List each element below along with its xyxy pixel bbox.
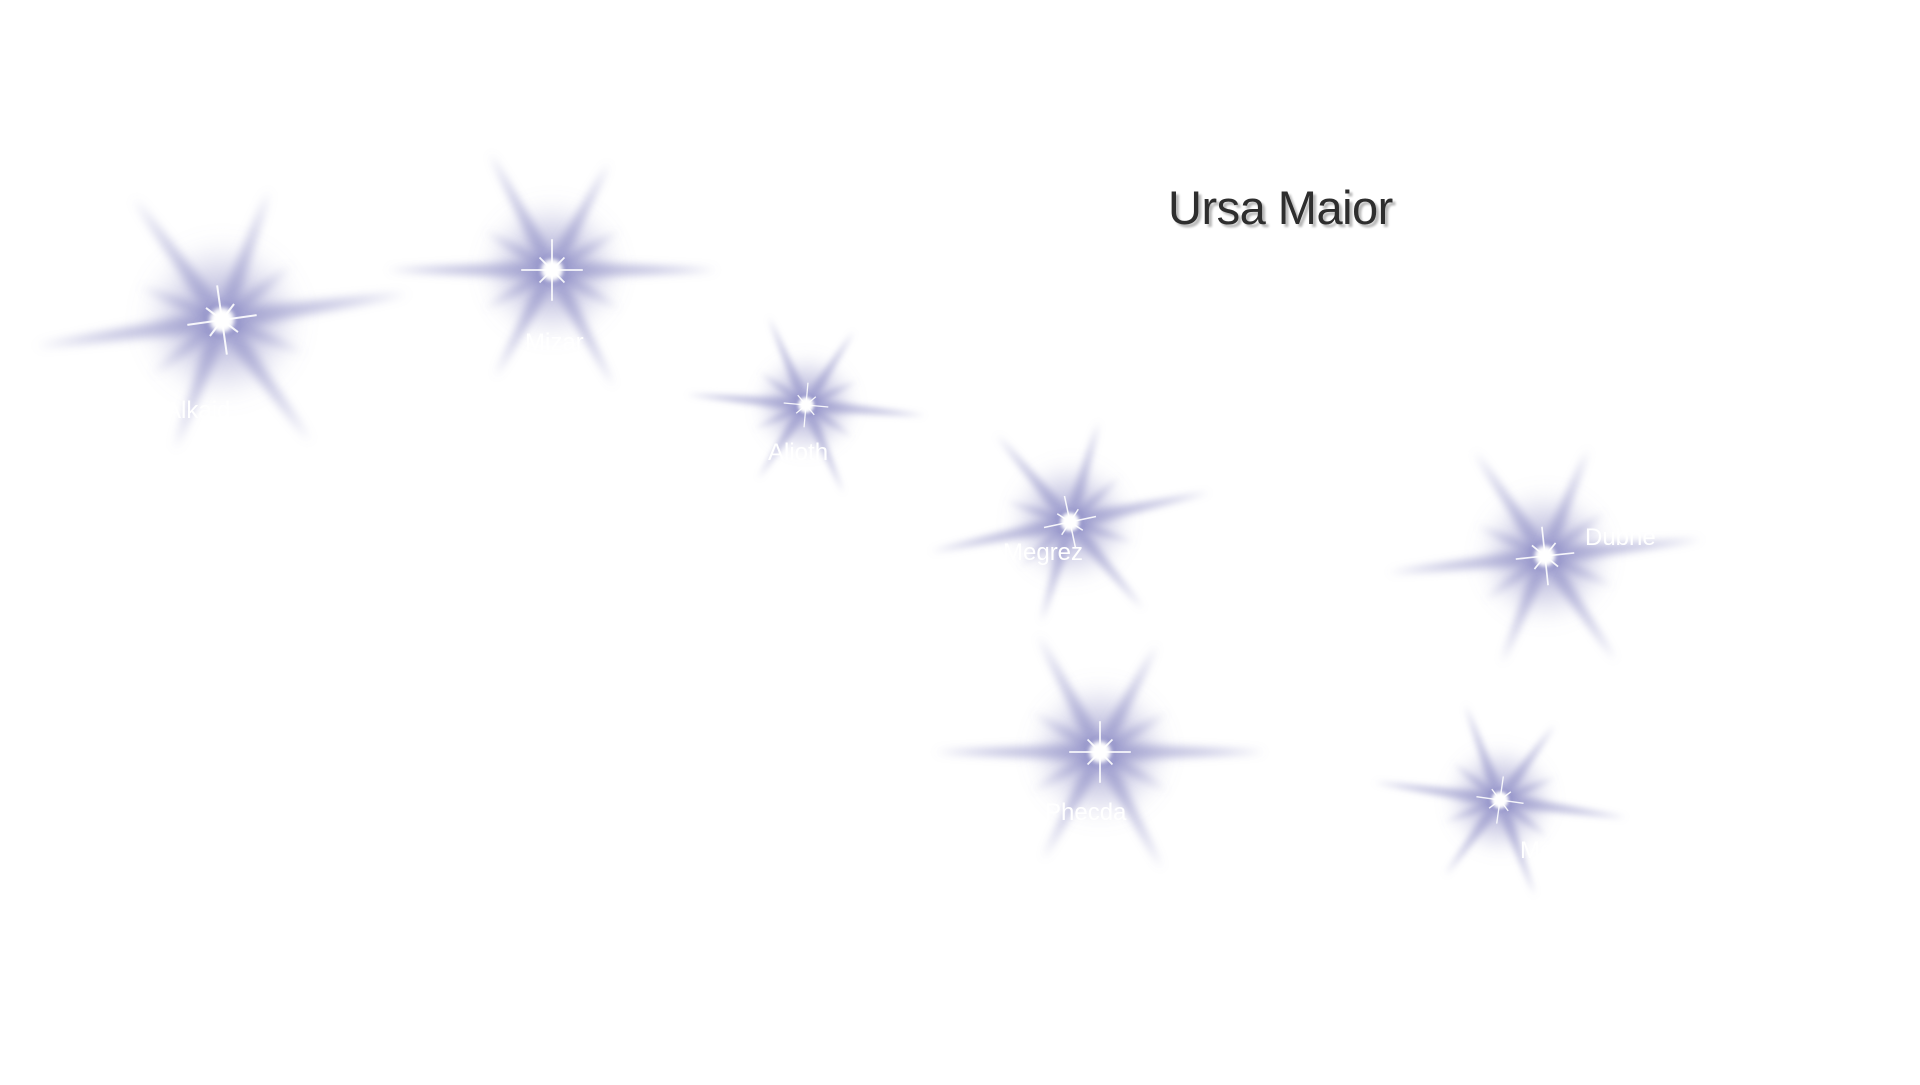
star-ray [1092,645,1157,757]
star-ray [1541,512,1605,562]
star-label-mizar: Mizar [525,329,584,356]
star-label-merak: Merak [1520,837,1588,864]
star-label-dubhe: Dubhe [1585,524,1656,551]
star-phecda [935,635,1265,869]
star-ray [1544,539,1702,566]
star-label-megrez: Megrez [1003,539,1083,566]
star-sparkle [795,396,817,414]
star-ray [1498,792,1627,818]
star-ray [174,316,232,450]
star-ray [1388,546,1546,573]
star-label-phecda: Phecda [1045,799,1127,826]
star-ray [1068,492,1210,531]
star-alkaid [36,190,408,450]
star-sparkle [1533,542,1557,570]
star-ray [800,402,844,494]
star-ray [1496,795,1547,837]
star-ray [1498,777,1556,805]
star-ray [548,231,619,276]
star-ray [213,314,311,442]
star-ray [760,372,809,409]
star-ray [1465,704,1507,803]
star-ray [1064,517,1144,610]
star-sparkle [1488,791,1512,809]
star-ray [219,313,304,353]
star-ray [1043,747,1108,859]
star-ray [1474,451,1552,561]
star-ray [996,434,1076,527]
star-ray [1033,713,1104,758]
star-ray [1501,552,1553,664]
star-ray [544,163,609,275]
star-ray [1068,516,1134,543]
star-ray [217,266,291,326]
star-ray [36,308,224,347]
star-sparkle [209,303,235,337]
star-ray [212,190,270,324]
star-ray [1485,550,1549,600]
star-ray [803,381,857,410]
star-ray [387,260,552,280]
star-ray [1445,796,1506,876]
star-ray [755,400,809,429]
star-ray [153,314,227,374]
star-ray [768,316,812,408]
star-ray [1096,713,1167,758]
star-ray [1477,526,1548,562]
star-label-alioth: Alioth [768,439,828,466]
constellation-title: Ursa Maior [1168,181,1393,234]
star-ray [1538,551,1616,661]
star-ray [552,260,717,280]
star-ray [1092,747,1162,869]
star-ray [490,153,560,275]
constellation-lines [220,268,1547,802]
star-ray [485,264,556,309]
star-ray [758,401,812,479]
star-ray [1033,746,1104,791]
star-alioth [686,316,926,494]
star-ray [935,742,1100,762]
star-ray [544,265,614,387]
star-ray [1494,724,1555,804]
star-merak [1373,704,1627,896]
star-ray [1373,782,1502,808]
star-ray [1041,519,1078,623]
star-ray [800,331,854,409]
star-ray [495,265,560,377]
star-ray [1100,742,1265,762]
star-ray [1038,635,1108,757]
star-ray [1006,501,1072,528]
star-ray [805,397,926,416]
star-ray [548,264,619,309]
star-ray [803,401,852,438]
star-ray [1453,763,1504,805]
star-ray [1020,517,1074,567]
star-ray [1493,797,1535,896]
star-ray [1537,448,1589,560]
star-ray [133,198,231,326]
star-ray [220,293,408,332]
star-mizar [387,153,717,387]
star-sparkle [1061,508,1079,536]
star-label-alkaid: Alkaid [165,397,230,424]
star-dubhe [1388,448,1702,664]
star-ray [1444,795,1502,823]
star-group [36,153,1702,896]
star-ray [1542,550,1613,586]
star-ray [1096,746,1167,791]
star-ray [140,287,225,327]
star-ray [1062,421,1099,525]
star-ray [686,394,807,413]
star-ray [930,513,1072,552]
star-sparkle [538,256,566,284]
star-megrez [930,421,1210,623]
star-ray [485,231,556,276]
star-sparkle [1086,738,1114,766]
star-ray [1066,477,1120,527]
